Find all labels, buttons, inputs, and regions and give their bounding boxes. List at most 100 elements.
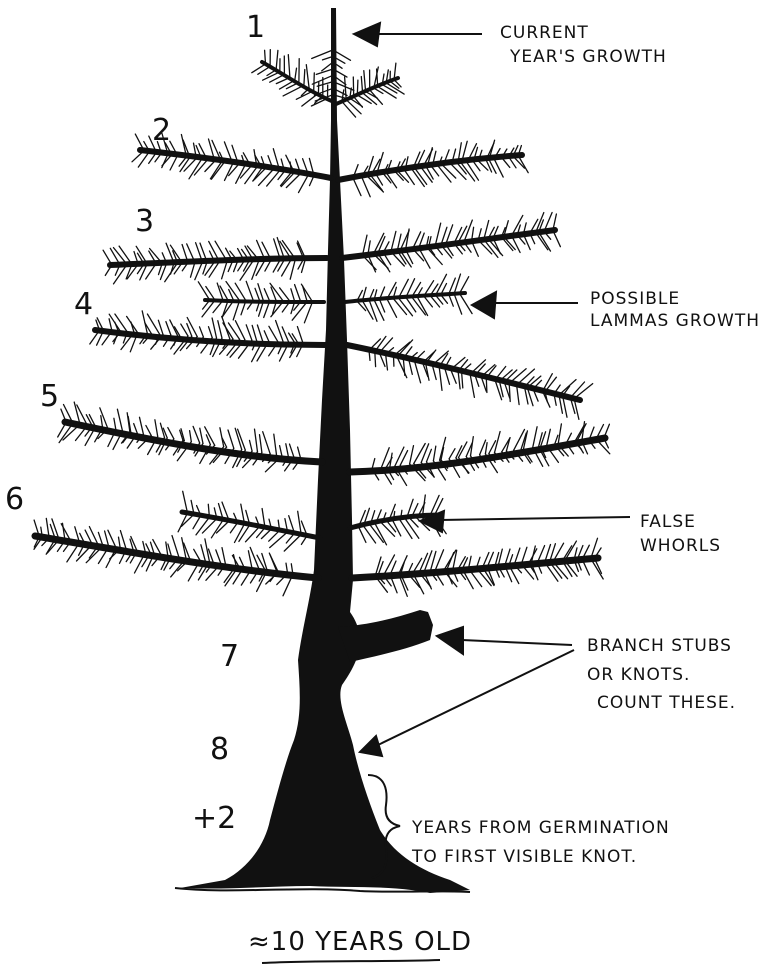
needle-stroke <box>248 551 252 568</box>
whorl-number-3: 3 <box>135 204 154 239</box>
needle-stroke <box>449 294 454 306</box>
caption-underline <box>262 960 440 963</box>
needle-stroke <box>267 171 280 187</box>
needle-stroke <box>230 523 237 533</box>
whorl-number-6: 6 <box>5 482 24 517</box>
needle-stroke <box>433 446 435 461</box>
needle-stroke <box>134 424 138 434</box>
needle-stroke <box>209 327 213 338</box>
label-false-whorls-1: FALSE <box>640 512 696 532</box>
needle-stroke <box>274 434 277 455</box>
needle-stroke <box>255 429 258 452</box>
needle-stroke <box>209 262 219 278</box>
needle-stroke <box>304 302 312 323</box>
needle-stroke <box>449 449 455 459</box>
needle-stroke <box>115 314 128 332</box>
label-lammas-2: LAMMAS GROWTH <box>590 311 760 331</box>
needle-stroke <box>559 380 576 395</box>
needle-stroke <box>395 447 404 466</box>
needle-stroke <box>435 550 444 572</box>
needle-stroke <box>362 301 373 320</box>
needle-stroke <box>290 259 295 279</box>
needle-stroke <box>346 100 361 114</box>
needle-stroke <box>380 299 385 312</box>
needle-stroke <box>378 253 390 271</box>
needle-stroke <box>517 369 535 385</box>
needle-stroke <box>357 95 371 103</box>
needle-stroke <box>245 167 257 184</box>
needle-stroke <box>362 177 371 197</box>
needle-stroke <box>252 325 256 340</box>
needle-stroke <box>390 81 399 88</box>
needle-stroke <box>290 444 295 458</box>
needle-stroke <box>114 418 116 430</box>
needle-stroke <box>432 167 439 176</box>
needle-stroke <box>306 65 309 88</box>
needle-stroke <box>454 274 460 294</box>
whorl-number-8: 8 <box>210 732 229 767</box>
needle-stroke <box>591 559 603 579</box>
needle-stroke <box>140 417 144 434</box>
whorl-number-4: 4 <box>74 287 93 322</box>
needle-stroke <box>440 437 446 460</box>
needle-stroke <box>270 532 288 548</box>
needle-stroke <box>193 516 201 529</box>
needle-stroke <box>435 223 441 246</box>
needle-stroke <box>533 427 537 448</box>
needle-stroke <box>288 55 290 78</box>
needle-stroke <box>414 444 425 464</box>
arrow-lammas-head <box>472 292 496 318</box>
label-germination-1: YEARS FROM GERMINATION <box>411 818 670 838</box>
needle-stroke <box>200 428 203 443</box>
needle-stroke <box>235 321 245 340</box>
needle-stroke <box>460 277 469 294</box>
needle-stroke <box>168 428 174 439</box>
needle-stroke <box>480 440 486 455</box>
needle-stroke <box>246 281 253 301</box>
needle-stroke <box>286 444 289 457</box>
needle-stroke <box>172 536 179 558</box>
needle-stroke <box>298 511 302 534</box>
needle-stroke <box>265 50 266 64</box>
needle-stroke <box>283 85 304 96</box>
needle-stroke <box>473 162 480 171</box>
needle-stroke <box>514 429 525 450</box>
whorl-number-7: 7 <box>220 639 239 674</box>
needle-stroke <box>316 69 333 74</box>
needle-stroke <box>375 352 376 367</box>
needle-stroke <box>405 171 414 185</box>
whorl-number-2: 2 <box>152 113 171 148</box>
needle-stroke <box>181 324 188 336</box>
needle-stroke <box>260 435 262 453</box>
arrow-branch-stub-head <box>437 627 463 654</box>
arrow-knot-head <box>360 736 382 756</box>
needle-stroke <box>357 80 358 95</box>
needle-stroke <box>193 426 200 443</box>
needle-stroke <box>410 446 414 464</box>
needle-stroke <box>218 321 222 339</box>
needle-stroke <box>170 320 178 336</box>
needle-stroke <box>547 429 551 446</box>
needle-stroke <box>415 361 421 383</box>
needle-stroke <box>117 409 122 431</box>
needle-stroke <box>222 261 228 279</box>
needle-stroke <box>280 446 282 456</box>
needle-stroke <box>264 289 269 301</box>
needle-stroke <box>269 326 278 342</box>
needle-stroke <box>462 372 463 388</box>
needle-stroke <box>478 161 488 170</box>
needle-stroke <box>295 285 301 302</box>
label-current-growth-1: CURRENT <box>500 23 589 43</box>
needle-stroke <box>486 378 487 393</box>
needle-stroke <box>270 555 277 572</box>
needle-stroke <box>485 443 487 454</box>
needle-stroke <box>460 293 473 313</box>
needle-stroke <box>200 327 204 337</box>
needle-stroke <box>255 288 260 301</box>
needle-stroke <box>295 68 297 80</box>
needle-stroke <box>439 367 442 391</box>
needle-stroke <box>228 430 234 448</box>
needle-stroke <box>256 260 265 276</box>
needle-stroke <box>170 156 177 171</box>
